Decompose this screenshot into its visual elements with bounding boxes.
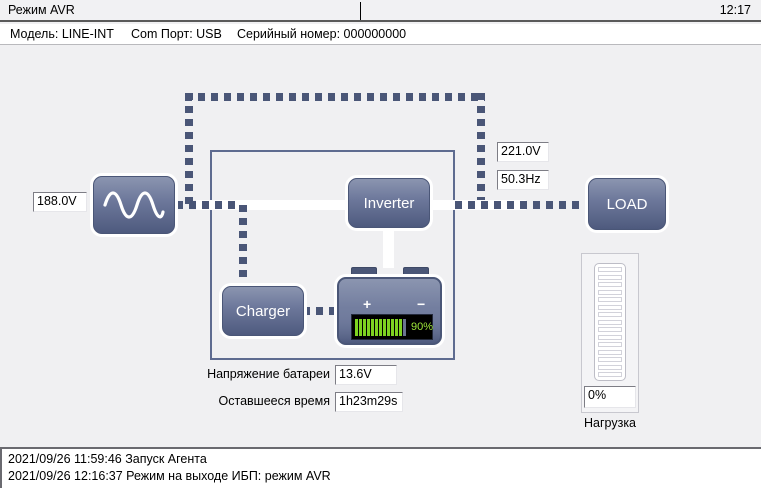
event-log-panel[interactable]: 2021/09/26 11:59:46 Запуск Агента 2021/0… [0, 447, 761, 488]
load-gauge-segment [598, 372, 622, 377]
flow-bypass-right-segment [477, 93, 485, 205]
battery-bar-segment [355, 318, 358, 336]
com-port-label: Com Порт: USB [131, 27, 222, 41]
load-gauge-segment [598, 274, 622, 280]
load-gauge-segment [598, 334, 622, 340]
window-mode-title: Режим AVR [8, 3, 75, 17]
battery-bar-segment [395, 318, 398, 336]
flow-output-segment [455, 201, 589, 209]
model-label: Модель: LINE-INT [10, 27, 114, 41]
power-flow-diagram: Inverter Charger LOAD + − 90% 188.0V 221… [0, 45, 761, 447]
battery-bar-segment [383, 318, 386, 336]
battery-plus-sign: + [363, 296, 372, 312]
charger-block[interactable]: Charger [222, 286, 304, 336]
battery-bar-segment [359, 318, 362, 336]
flow-charger-branch [239, 205, 247, 289]
battery-bar-segment [367, 318, 370, 336]
battery-percent-label: 90% [411, 321, 434, 333]
battery-bar-segment [363, 318, 366, 336]
flow-bypass-top-segment [185, 93, 485, 101]
ac-source-block[interactable] [93, 176, 175, 234]
battery-bar-segment [387, 318, 390, 336]
input-voltage-value: 188.0V [33, 192, 87, 212]
clock-label: 12:17 [719, 3, 751, 17]
battery-minus-sign: − [417, 296, 426, 312]
load-gauge-segment [598, 282, 622, 287]
inverter-battery-link [383, 210, 394, 268]
load-gauge-segment [598, 342, 622, 347]
battery-bar-segment [375, 318, 378, 336]
output-frequency-value: 50.3Hz [497, 170, 549, 190]
serial-number-label: Серийный номер: 000000000 [237, 27, 407, 41]
load-block[interactable]: LOAD [588, 178, 666, 230]
load-gauge-segment [598, 327, 622, 332]
load-percent-value: 0% [584, 386, 636, 408]
ups-enclosure-outline [210, 150, 455, 360]
load-gauge-segment [598, 267, 622, 272]
battery-voltage-value: 13.6V [335, 365, 397, 385]
load-gauge-segment [598, 349, 622, 355]
load-gauge-segment [598, 357, 622, 362]
load-gauge-caption: Нагрузка [583, 416, 637, 430]
load-gauge-bar [594, 263, 626, 381]
battery-charge-display: 90% [351, 314, 433, 340]
title-bar: Режим AVR 12:17 [0, 0, 761, 22]
remaining-time-value: 1h23m29s [335, 392, 403, 412]
device-info-bar: Модель: LINE-INT Com Порт: USB Серийный … [0, 24, 761, 45]
battery-unit[interactable]: + − 90% [337, 267, 442, 345]
battery-bar-segment [399, 318, 402, 336]
battery-bar-meter [355, 318, 406, 336]
flow-bypass-left-segment [185, 93, 193, 205]
title-separator [360, 2, 361, 20]
load-gauge-segment [598, 364, 622, 370]
load-gauge-segment [598, 319, 622, 325]
flow-input-segment [176, 201, 236, 209]
battery-bar-segment [403, 318, 406, 336]
battery-bar-segment [379, 318, 382, 336]
load-gauge-segment [598, 304, 622, 310]
ac-waveform-icon [103, 191, 165, 219]
battery-body: + − 90% [337, 277, 442, 345]
inverter-block[interactable]: Inverter [348, 178, 430, 228]
load-gauge-segment [598, 297, 622, 302]
battery-voltage-label: Напряжение батареи [207, 367, 330, 381]
battery-bar-segment [391, 318, 394, 336]
remaining-time-label: Оставшееся время [218, 394, 330, 408]
flow-charger-battery-segment [303, 307, 343, 315]
battery-bar-segment [371, 318, 374, 336]
log-line: 2021/09/26 12:16:37 Режим на выходе ИБП:… [8, 469, 331, 483]
log-line: 2021/09/26 11:59:46 Запуск Агента [8, 452, 207, 466]
output-voltage-value: 221.0V [497, 142, 549, 162]
load-gauge-segment [598, 312, 622, 317]
load-gauge-segment [598, 289, 622, 295]
